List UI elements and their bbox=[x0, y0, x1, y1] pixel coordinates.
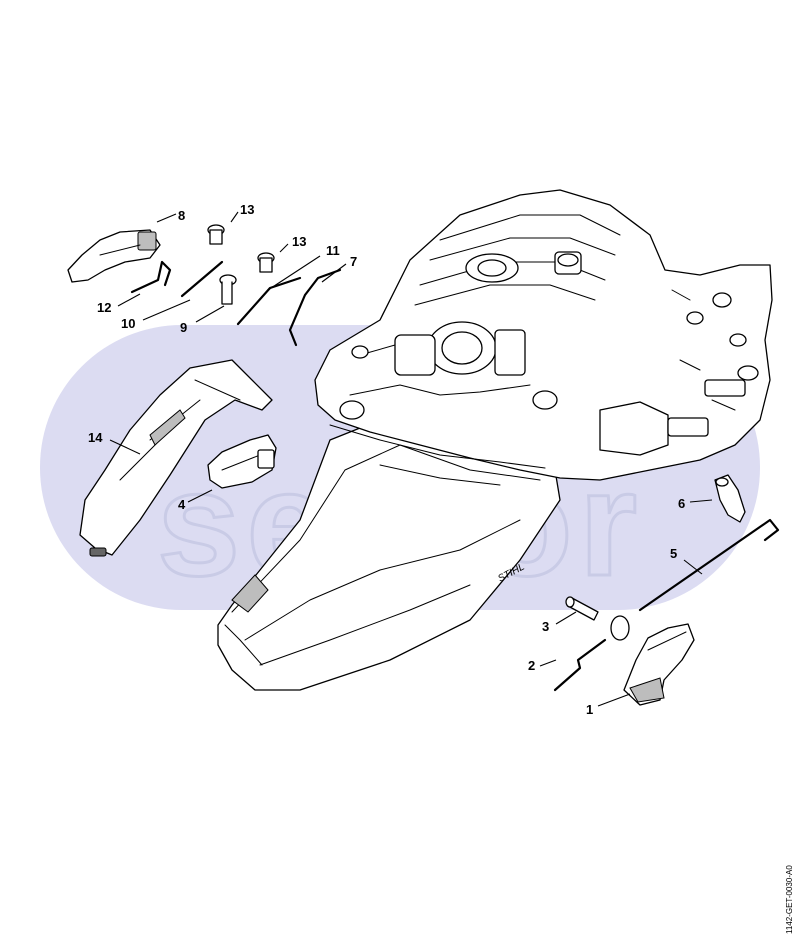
part-7-rod bbox=[288, 268, 342, 347]
callout-8: 8 bbox=[178, 208, 185, 223]
spark-plug bbox=[465, 253, 519, 283]
leader-lines bbox=[109, 211, 713, 707]
part-13-screw-a bbox=[207, 224, 225, 245]
callout-3: 3 bbox=[542, 619, 549, 634]
callout-14: 14 bbox=[88, 430, 103, 445]
drawing-code-text: 1142-GET-0030-A0 bbox=[785, 865, 794, 934]
part-11-link bbox=[236, 276, 302, 326]
chainsaw-housing: STIHL bbox=[217, 189, 773, 691]
crankshaft-side bbox=[599, 289, 759, 456]
callout-7: 7 bbox=[350, 254, 357, 269]
callout-6: 6 bbox=[678, 496, 685, 511]
callout-12: 12 bbox=[97, 300, 111, 315]
callout-labels: 8 13 13 11 7 12 10 9 14 4 6 5 3 2 1 bbox=[88, 202, 685, 717]
callout-1: 1 bbox=[586, 702, 593, 717]
callout-13-lower: 13 bbox=[292, 234, 306, 249]
part-8-latch bbox=[67, 229, 161, 283]
part-13-screw-b bbox=[257, 252, 275, 273]
part-9-bushing bbox=[219, 274, 237, 305]
drawing-code: 1142-GET-0030-A0 bbox=[785, 865, 794, 934]
callout-5: 5 bbox=[670, 546, 677, 561]
part-2-spring bbox=[553, 615, 630, 692]
carburettor-area bbox=[339, 321, 558, 420]
callout-2: 2 bbox=[528, 658, 535, 673]
part-5-rod bbox=[638, 518, 780, 612]
part-1-trigger bbox=[623, 623, 695, 706]
part-14-hand-guard bbox=[79, 359, 273, 557]
callout-9: 9 bbox=[180, 320, 187, 335]
part-6-lever bbox=[714, 474, 746, 523]
callout-4: 4 bbox=[178, 497, 186, 512]
part-4-bracket bbox=[207, 434, 277, 489]
callout-10: 10 bbox=[121, 316, 135, 331]
callout-11: 11 bbox=[326, 243, 340, 258]
decompression-valve bbox=[554, 251, 582, 275]
callout-13-upper: 13 bbox=[240, 202, 254, 217]
part-3-pin bbox=[565, 596, 599, 621]
part-12-clip bbox=[130, 260, 172, 294]
part-10-rod bbox=[180, 260, 224, 298]
